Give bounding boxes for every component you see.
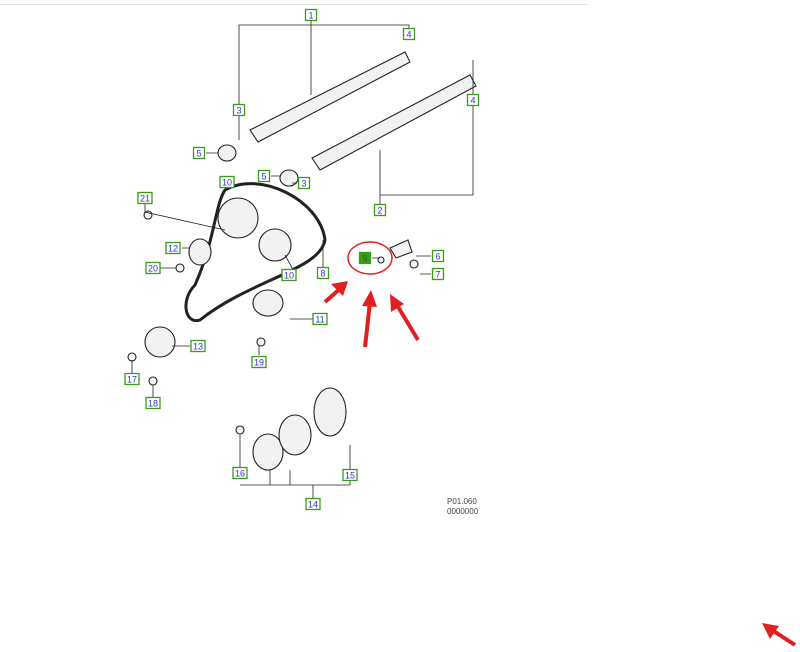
part-callout-15[interactable]: 15	[342, 468, 358, 482]
part-callout-19[interactable]: 19	[251, 355, 267, 369]
part-number: 15	[345, 471, 355, 481]
part-number: 21	[140, 194, 150, 204]
annotations	[323, 241, 797, 647]
top-divider	[0, 4, 587, 5]
part-callout-20[interactable]: 20	[145, 261, 161, 275]
part-number: 5	[196, 149, 201, 159]
part-number: 9	[362, 254, 367, 264]
part-callout-21[interactable]: 21	[137, 191, 153, 205]
red-arrow-icon	[362, 290, 377, 348]
camshaft-lower	[311, 74, 477, 171]
part-callout-3[interactable]: 3	[297, 176, 311, 190]
part-callout-17[interactable]: 17	[124, 372, 140, 386]
part-number: 12	[168, 244, 178, 254]
part-number: 3	[236, 106, 241, 116]
part-callout-9[interactable]: 9	[358, 251, 372, 265]
pulleys	[144, 197, 292, 358]
part-number: 20	[148, 264, 158, 274]
part-callout-10[interactable]: 10	[281, 268, 297, 282]
highlight-circle	[347, 241, 393, 275]
part-callout-12[interactable]: 12	[165, 241, 181, 255]
part-callout-8[interactable]: 8	[316, 266, 330, 280]
part-number: 17	[127, 375, 137, 385]
part-number: 11	[315, 315, 324, 325]
part-number: 10	[222, 178, 232, 188]
part-callout-5[interactable]: 5	[192, 146, 206, 160]
camshaft-upper	[249, 51, 411, 143]
leader-lines	[131, 20, 474, 498]
part-number: 4	[470, 96, 475, 106]
part-number: 6	[435, 252, 440, 262]
part-number: 10	[284, 271, 294, 281]
part-number: 2	[377, 206, 382, 216]
part-callout-3[interactable]: 3	[232, 103, 246, 117]
oil-seals	[217, 144, 299, 187]
part-number: 3	[301, 179, 306, 189]
part-callout-2[interactable]: 2	[373, 203, 387, 217]
red-arrow-icon	[390, 294, 420, 342]
part-callout-16[interactable]: 16	[232, 466, 248, 480]
part-number: 13	[193, 342, 203, 352]
ref-number: 0000000	[447, 507, 479, 516]
part-number: 1	[308, 11, 313, 21]
part-callout-6[interactable]: 6	[431, 249, 445, 263]
bolts	[127, 210, 419, 435]
ref-code: P01.060	[447, 497, 477, 506]
part-number: 4	[406, 30, 411, 40]
part-callout-1[interactable]: 1	[304, 8, 318, 22]
part-callout-4[interactable]: 4	[466, 93, 480, 107]
red-arrow-icon	[323, 281, 348, 304]
gear-assembly	[252, 387, 347, 471]
part-callout-13[interactable]: 13	[190, 339, 206, 353]
part-number: 7	[435, 270, 440, 280]
part-number: 14	[308, 500, 318, 510]
part-number: 5	[261, 172, 266, 182]
part-callout-4[interactable]: 4	[402, 27, 416, 41]
part-callout-11[interactable]: 11	[312, 312, 328, 326]
red-arrow-icon	[762, 623, 797, 647]
part-number: 16	[235, 469, 245, 479]
part-callout-10[interactable]: 10	[219, 175, 235, 189]
part-number: 19	[254, 358, 264, 368]
part-number: 8	[320, 269, 325, 279]
part-callout-7[interactable]: 7	[431, 267, 445, 281]
part-callout-5[interactable]: 5	[257, 169, 271, 183]
part-callout-14[interactable]: 14	[305, 497, 321, 511]
part-callout-18[interactable]: 18	[145, 396, 161, 410]
part-number: 18	[148, 399, 158, 409]
